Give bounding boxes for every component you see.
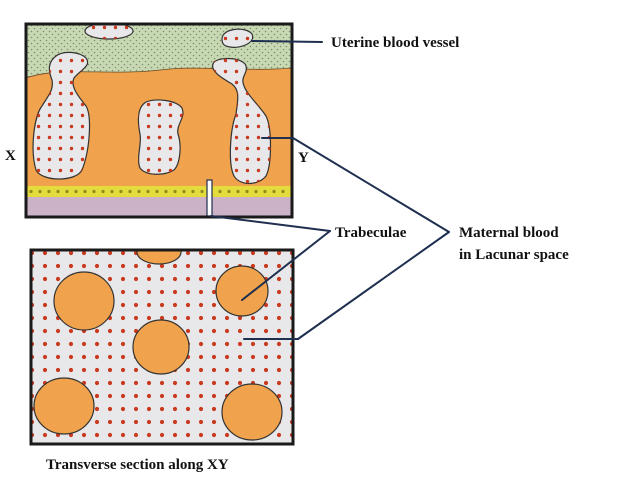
diagram-caption: Transverse section along XY — [46, 457, 229, 473]
label-maternal-blood-line2: in Lacunar space — [459, 247, 569, 263]
cell-band-dot — [245, 189, 249, 194]
trabecula-section — [136, 250, 182, 265]
cell-band-dot — [173, 189, 177, 194]
cell-band-dot — [218, 189, 222, 194]
cell-band-dot — [263, 189, 267, 194]
uterine-vessel-top — [84, 24, 134, 40]
leader-lines — [210, 40, 450, 340]
longitudinal-section-panel — [26, 24, 292, 217]
cell-band-dot — [128, 189, 132, 194]
cell-band-dot — [254, 189, 258, 194]
trabecula-section — [215, 265, 269, 317]
trabecula-section — [33, 377, 95, 435]
cell-band-dot — [155, 189, 159, 194]
cell-band-dot — [47, 189, 51, 194]
cell-band-dot — [236, 189, 240, 194]
lacunar-space-right — [212, 57, 272, 185]
trabecula-section — [53, 271, 115, 331]
cell-band-dot — [146, 189, 150, 194]
top-panel-frame — [24, 22, 294, 219]
leader-maternal-blood-top-b — [292, 137, 450, 233]
transverse-section-panel — [31, 250, 293, 444]
cell-band-dot — [182, 189, 186, 194]
lacunar-space-left — [32, 51, 91, 180]
cell-band-dot — [191, 189, 195, 194]
trabecula-section — [221, 383, 283, 441]
cell-band-dot — [56, 189, 60, 194]
label-y-marker: Y — [298, 150, 309, 166]
cell-band-dot — [200, 189, 204, 194]
cell-band-dot — [119, 189, 123, 194]
leader-uterine-vessel — [251, 40, 323, 43]
cell-band-dot — [101, 189, 105, 194]
label-maternal-blood-line1: Maternal blood — [459, 225, 559, 241]
cell-band-dots — [29, 189, 285, 194]
leader-trabeculae-bottom — [241, 230, 331, 301]
cell-band-dot — [164, 189, 168, 194]
trabecula-section — [132, 319, 190, 375]
leader-maternal-blood-bottom-b — [297, 231, 450, 340]
cell-band-dot — [65, 189, 69, 194]
cell-band-dot — [227, 189, 231, 194]
label-trabeculae: Trabeculae — [335, 225, 407, 241]
cell-band-dot — [137, 189, 141, 194]
cell-band-dot — [92, 189, 96, 194]
lacunar-space-middle — [137, 99, 184, 175]
label-uterine-blood-vessel: Uterine blood vessel — [331, 35, 459, 51]
cell-band-dot — [272, 189, 276, 194]
cell-band-dot — [74, 189, 78, 194]
cell-band-dot — [38, 189, 42, 194]
cell-band-dot — [29, 189, 33, 194]
leader-trabeculae-top — [210, 215, 331, 232]
cell-band-dot — [110, 189, 114, 194]
label-x-marker: X — [5, 148, 16, 164]
cytotrophoblast-band — [26, 186, 292, 197]
trabecula-pointer-bar — [206, 179, 213, 217]
cell-band-dot — [83, 189, 87, 194]
bottom-panel-frame — [29, 248, 295, 446]
basal-layer — [26, 197, 292, 217]
uterine-vessel-right — [221, 28, 254, 48]
cell-band-dot — [281, 189, 285, 194]
trabecula-cross-sections — [33, 250, 283, 441]
